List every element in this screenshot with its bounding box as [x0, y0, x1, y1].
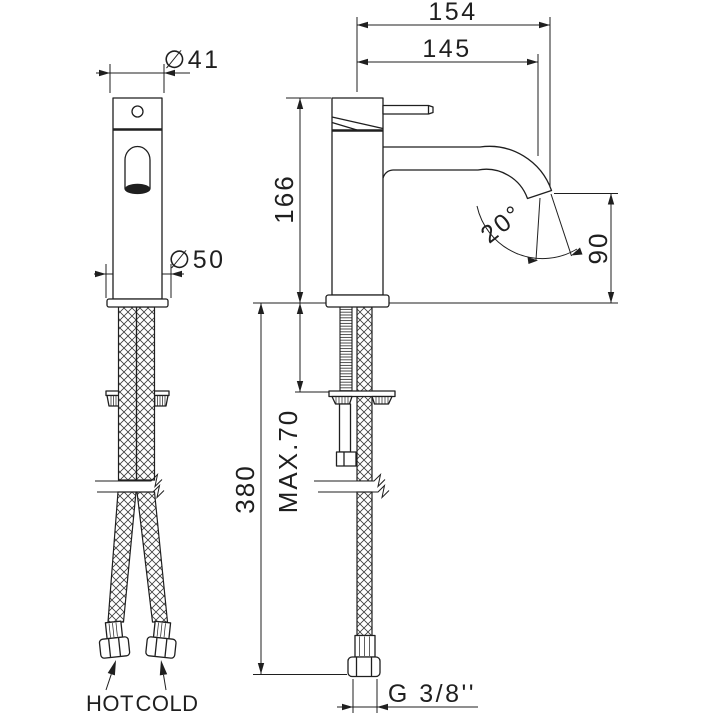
side-base-flange: [325, 294, 390, 308]
front-view: [94, 64, 190, 691]
thread-label: G 3/8'': [388, 680, 476, 708]
spout-outlet-icon: [125, 183, 150, 194]
cold-label: COLD: [135, 691, 198, 716]
side-faucet-body: [325, 97, 553, 308]
hot-indicator-arrow-icon: [105, 660, 116, 691]
spout-profile: [382, 145, 553, 200]
side-mounting-washer: [328, 390, 396, 467]
spout-reach-label: 145: [422, 35, 471, 63]
dimension-deck-max: [295, 303, 329, 393]
hot-label: HOT: [86, 691, 134, 716]
side-hose-nut: [347, 656, 381, 678]
handle-lever: [382, 104, 434, 115]
dimension-body-height: [286, 97, 331, 392]
dimension-hose-length: [253, 303, 347, 675]
dimension-spout-reach: [357, 54, 539, 156]
total-reach-label: 154: [428, 0, 477, 26]
spout-opening: [124, 145, 151, 195]
diameter-base-label: ∅50: [168, 246, 225, 274]
dimension-diameter-top: [96, 64, 190, 93]
handle-pin-icon: [131, 105, 144, 118]
dimension-spout-height: [554, 193, 618, 303]
front-faucet-body: [106, 97, 169, 308]
dimension-total-reach: [356, 17, 551, 187]
dimension-spout-angle: [476, 193, 583, 264]
rod-end-nut: [335, 451, 357, 467]
spout-height-label: 90: [583, 232, 613, 265]
front-base-flange: [106, 298, 169, 308]
front-supply-hoses-upper: [117, 306, 156, 481]
side-threaded-rod: [339, 306, 353, 393]
side-hose-lower: [347, 491, 381, 678]
cold-hose-fitting: [145, 620, 177, 659]
spout-angle-label: 20°: [476, 199, 529, 249]
deck-max-label: MAX.70: [273, 409, 303, 514]
dimension-thread: [337, 679, 478, 713]
hose-length-label: 380: [230, 464, 260, 513]
dimension-diameter-base: [94, 264, 184, 298]
cold-indicator-arrow-icon: [159, 660, 168, 691]
hot-hose-fitting: [98, 620, 131, 659]
rod-end: [338, 403, 352, 453]
body-height-label: 166: [269, 174, 299, 223]
side-view: [253, 17, 618, 713]
front-supply-hoses-lower: [107, 491, 169, 623]
diameter-top-label: ∅41: [163, 46, 220, 74]
side-break-symbol: [314, 472, 390, 500]
